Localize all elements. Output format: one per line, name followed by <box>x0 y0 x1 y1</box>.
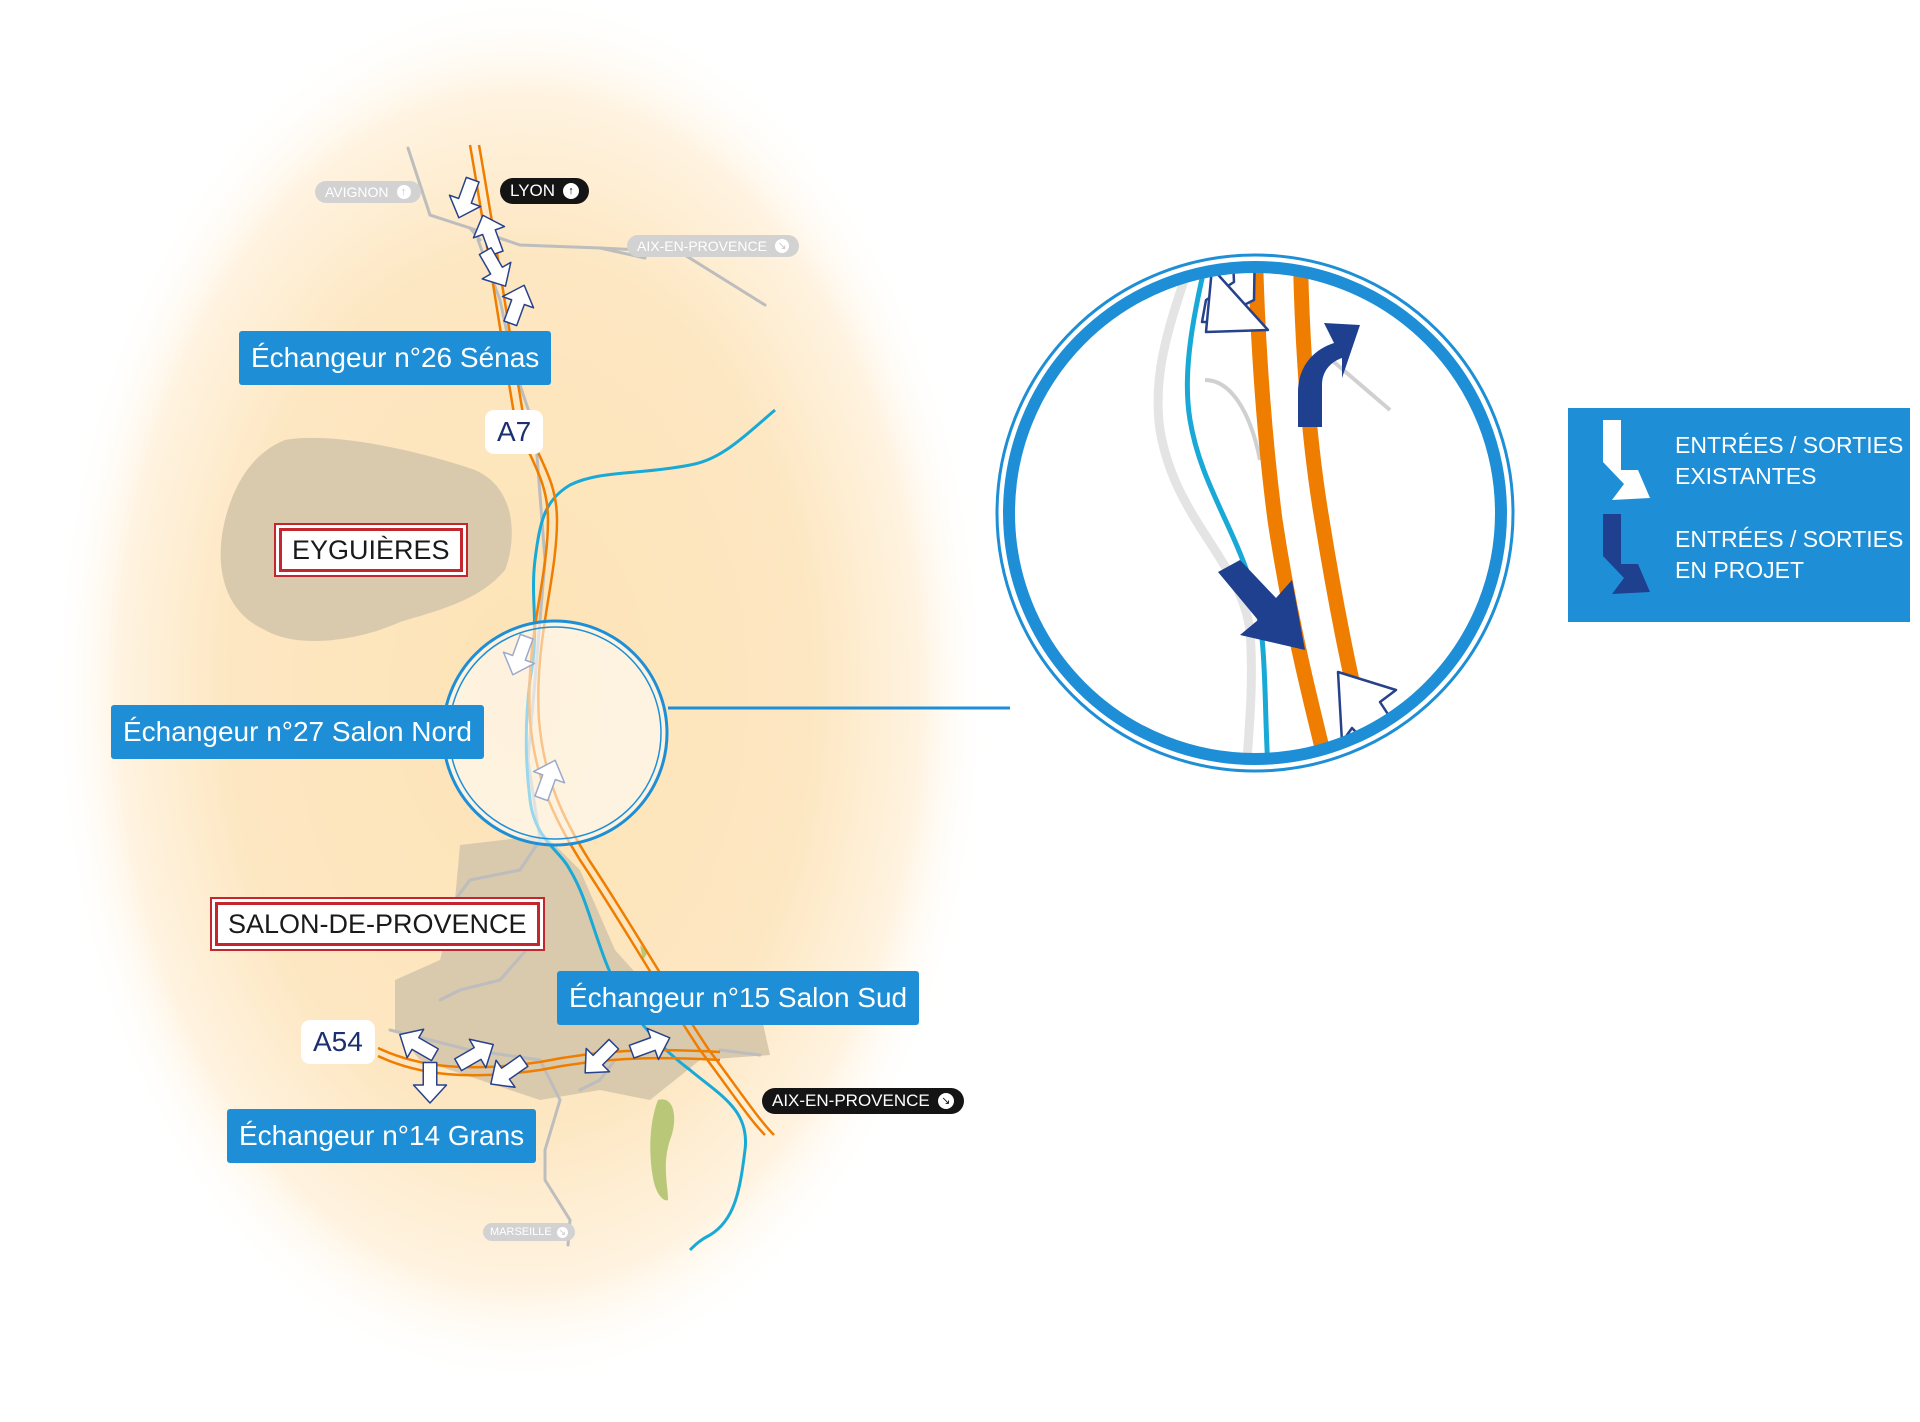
road-label-a7: A7 <box>485 410 544 454</box>
sign-aix-top-text: AIX-EN-PROVENCE <box>637 238 767 254</box>
zoom-planned-arrow-up <box>1298 323 1360 427</box>
sign-avignon-text: AVIGNON <box>325 184 389 200</box>
road-label-a54: A54 <box>301 1020 375 1064</box>
zoom-secondary-road <box>1153 267 1256 759</box>
town-label-salon: SALON-DE-PROVENCE <box>215 902 540 946</box>
sign-lyon-text: LYON <box>510 181 556 200</box>
town-label-eyguieres: EYGUIÈRES <box>279 528 463 572</box>
interchange-label-grans: Échangeur n°14 Grans <box>227 1109 537 1163</box>
interchange-label-salon-nord: Échangeur n°27 Salon Nord <box>111 705 484 759</box>
green-area <box>650 1099 675 1201</box>
zoom-existing-arrow-exit-head <box>1204 267 1270 334</box>
zoom-planned-arrow-down <box>1218 560 1305 650</box>
legend-existing-label: ENTRÉES / SORTIES EXISTANTES <box>1675 432 1904 489</box>
arrow-down-right-icon: ↘ <box>556 1226 568 1238</box>
zoom-detail-circle <box>1009 267 1501 759</box>
zoom-detail-ring-outer <box>995 253 1515 773</box>
arrow-down-right-icon: ↘ <box>937 1093 954 1109</box>
sign-aix-top: AIX-EN-PROVENCE ↘ <box>627 235 799 257</box>
sign-marseille: MARSEILLE ↘ <box>483 1223 575 1241</box>
arrow-up-icon: ↑ <box>396 185 411 199</box>
arrow-down-right-icon: ↘ <box>774 239 789 253</box>
zoom-side-road <box>1204 378 1262 461</box>
green-area-small <box>640 945 648 960</box>
zoom-detail-ring <box>1003 261 1507 765</box>
sign-lyon: LYON ↑ <box>500 178 590 204</box>
sign-aix-bottom: AIX-EN-PROVENCE ↘ <box>762 1088 964 1114</box>
zoom-motorway-west <box>1247 267 1343 759</box>
zoom-river <box>1184 267 1273 759</box>
sign-avignon: AVIGNON ↑ <box>315 181 421 203</box>
interchange-label-salon-sud: Échangeur n°15 Salon Sud <box>557 971 920 1025</box>
arrow-up-icon: ↑ <box>563 183 580 199</box>
legend-planned-label: ENTRÉES / SORTIES EN PROJET <box>1675 526 1904 583</box>
sign-marseille-text: MARSEILLE <box>490 1226 552 1238</box>
sign-aix-bottom-text: AIX-EN-PROVENCE <box>772 1091 930 1110</box>
interchange-label-senas: Échangeur n°26 Sénas <box>239 331 552 385</box>
salon-urban-area <box>395 835 770 1100</box>
